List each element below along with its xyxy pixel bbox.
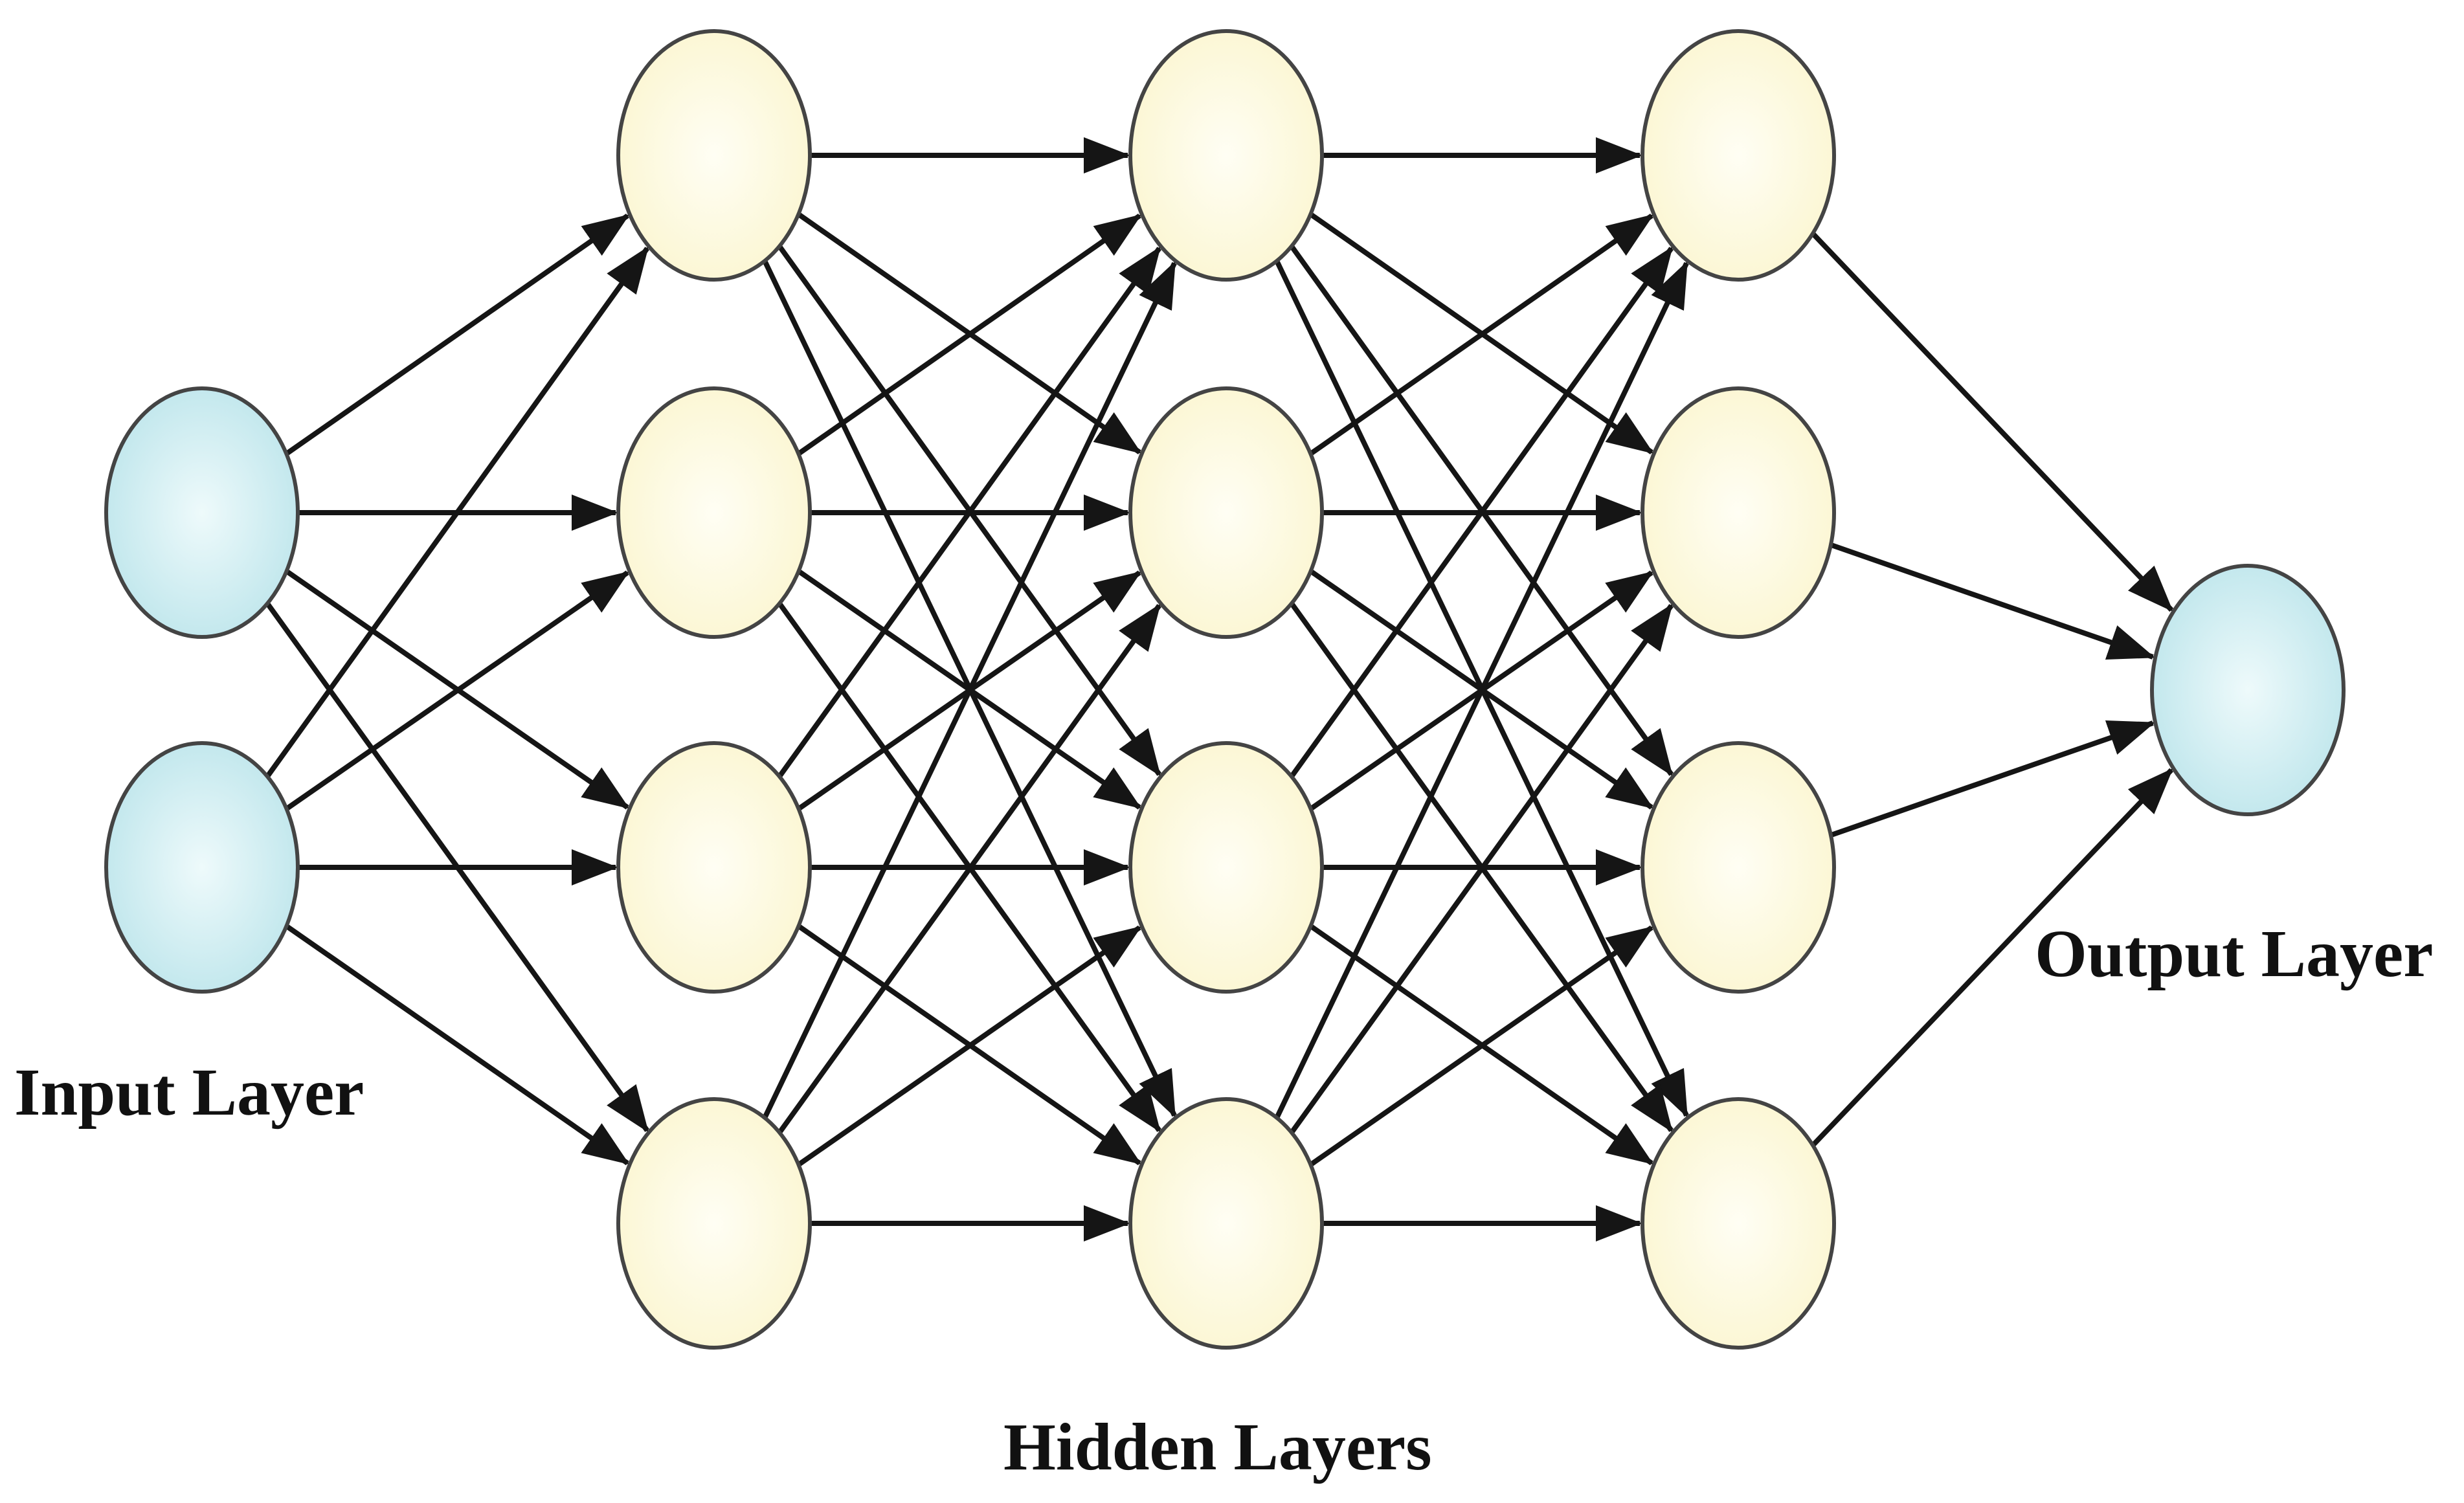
hidden3-node-2: [1641, 386, 1836, 639]
edge-hidden3-2-to-output-1: [1830, 542, 2156, 660]
connection-edges: [265, 137, 2174, 1241]
edge-hidden2-3-to-hidden3-1: [1289, 246, 1674, 778]
hidden2-node-1: [1128, 29, 1324, 282]
edge-input-2-to-hidden1-4: [285, 924, 630, 1166]
edge-hidden3-3-to-output-1: [1830, 720, 2156, 838]
edge-hidden1-4-to-hidden2-2: [777, 603, 1161, 1135]
input-node-1: [104, 386, 300, 639]
hidden3-node-4: [1641, 1097, 1836, 1350]
edge-hidden2-4-to-hidden3-2: [1289, 603, 1674, 1135]
input-node-2: [104, 741, 300, 994]
hidden1-node-2: [616, 386, 812, 639]
edge-hidden1-4-to-hidden2-3: [797, 925, 1142, 1167]
edge-hidden3-4-to-output-1: [1811, 768, 2173, 1148]
edge-hidden2-4-to-hidden3-3: [1309, 925, 1654, 1167]
hidden3-node-1: [1641, 29, 1836, 282]
edge-hidden2-2-to-hidden3-1: [1309, 213, 1654, 456]
edge-input-1-to-hidden1-1: [285, 213, 630, 456]
hidden1-node-3: [616, 741, 812, 994]
output-layer-label: Output Layer: [2035, 917, 2433, 991]
input-layer-label: Input Layer: [14, 1055, 364, 1130]
output-node-1: [2150, 564, 2346, 816]
edge-hidden1-4-to-hidden2-1: [762, 261, 1177, 1119]
hidden2-node-2: [1128, 386, 1324, 639]
edge-hidden1-3-to-hidden2-1: [777, 246, 1161, 778]
edge-input-2-to-hidden1-1: [265, 246, 649, 778]
edge-hidden3-1-to-output-1: [1811, 232, 2174, 612]
hidden2-node-4: [1128, 1097, 1324, 1350]
edge-hidden2-4-to-hidden3-1: [1274, 261, 1689, 1119]
edge-hidden1-2-to-hidden2-1: [797, 213, 1142, 456]
hidden2-node-3: [1128, 741, 1324, 994]
hidden-layers-label: Hidden Layers: [1003, 1410, 1432, 1484]
network-nodes: [104, 29, 2346, 1350]
hidden1-node-4: [616, 1097, 812, 1350]
edge-input-2-to-hidden1-2: [285, 570, 630, 811]
hidden1-node-1: [616, 29, 812, 282]
hidden3-node-3: [1641, 741, 1836, 994]
